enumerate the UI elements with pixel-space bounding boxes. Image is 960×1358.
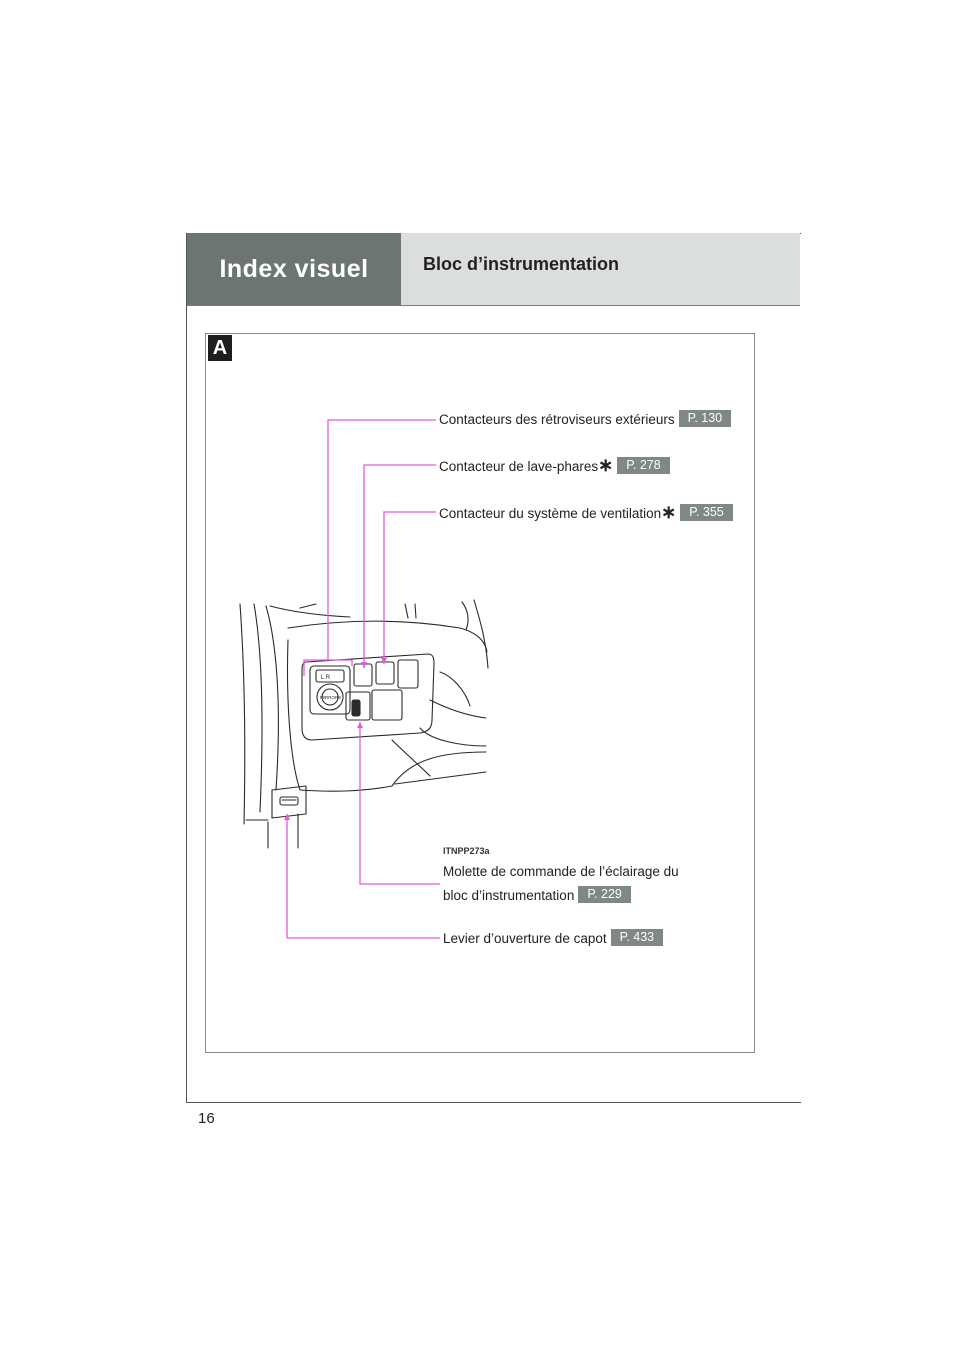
callout-dimmer-line1: Molette de commande de l’éclairage du xyxy=(443,864,679,879)
asterisk-icon: ∗ xyxy=(661,502,677,522)
callout-label: Levier d’ouverture de capot xyxy=(443,931,607,946)
figure-code: ITNPP273a xyxy=(443,846,490,856)
callout-label: Contacteur de lave-phares xyxy=(439,459,599,474)
callout-label: Contacteur du système de ventilation xyxy=(439,506,662,521)
callout-label: Contacteurs des rétroviseurs extérieurs xyxy=(439,412,675,427)
subsection-header-band xyxy=(401,233,800,305)
page-reference-badge[interactable]: P. 433 xyxy=(610,929,664,946)
figure-marker: A xyxy=(208,335,232,361)
header-rule xyxy=(187,305,800,306)
page-reference-badge[interactable]: P. 355 xyxy=(680,504,733,521)
section-title: Index visuel xyxy=(219,255,369,283)
mirror-switch-text: MIRRORS xyxy=(320,695,341,700)
callout-ventilation-switch: Contacteur du système de ventilation∗P. … xyxy=(439,502,733,523)
callout-headlamp-cleaner: Contacteur de lave-phares∗P. 278 xyxy=(439,455,670,476)
page-reference-badge[interactable]: P. 229 xyxy=(578,886,631,903)
callout-label: bloc d’instrumentation xyxy=(443,888,575,903)
section-header-band xyxy=(187,233,401,305)
mirror-lr-text: L R xyxy=(321,675,331,681)
figure-panel xyxy=(205,333,755,1053)
subsection-title: Bloc d’instrumentation xyxy=(423,254,620,274)
asterisk-icon: ∗ xyxy=(598,455,614,475)
page-reference-badge[interactable]: P. 278 xyxy=(617,457,670,474)
page-reference-badge[interactable]: P. 130 xyxy=(678,410,732,427)
page-number: 16 xyxy=(198,1110,215,1127)
